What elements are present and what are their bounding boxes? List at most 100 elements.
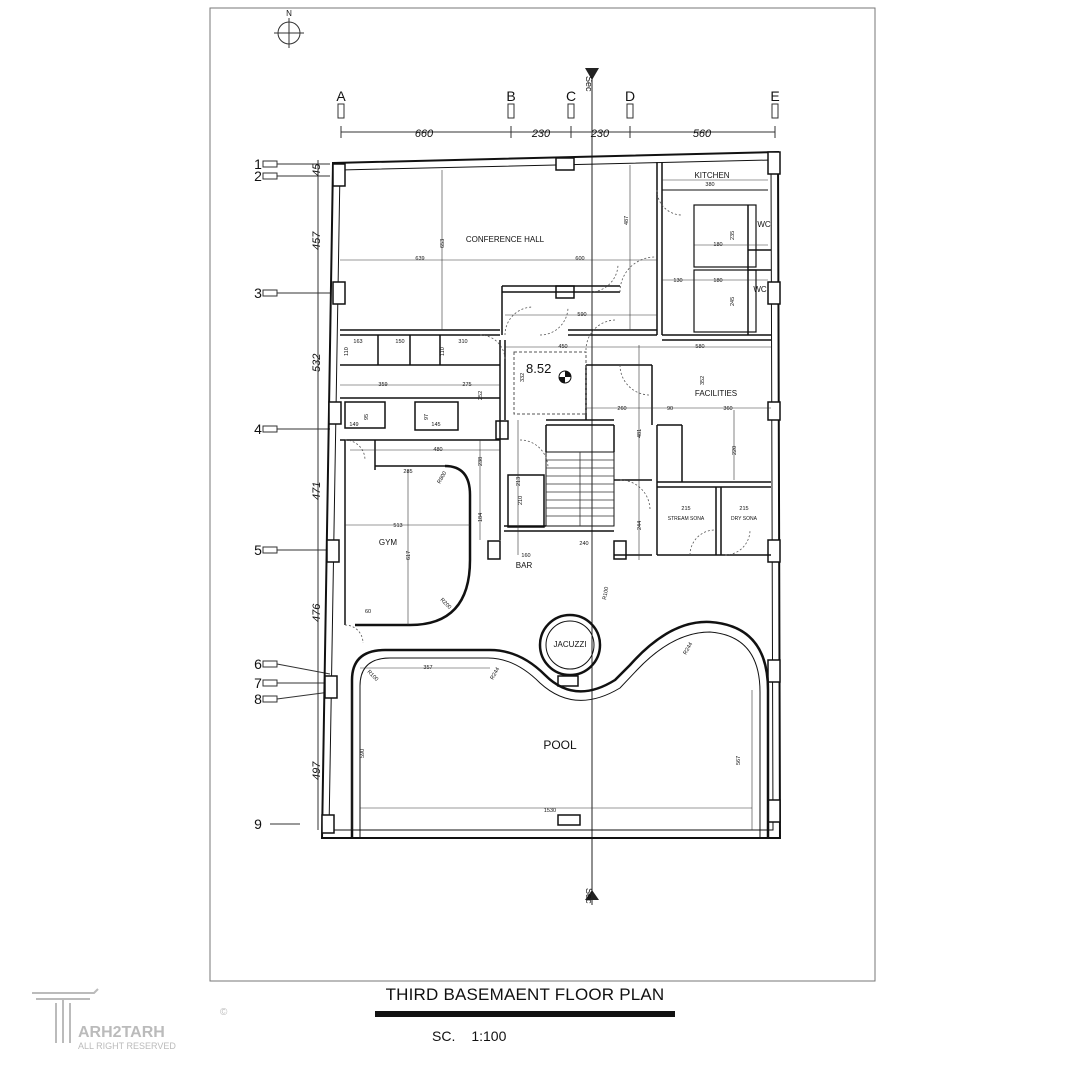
dim: R100 [602, 586, 610, 600]
room-facilities: FACILITIES [695, 389, 737, 398]
grid-columns: A B C D E 660 230 230 560 [336, 88, 779, 140]
dim: 513 [393, 523, 402, 529]
room-conference-hall: CONFERENCE HALL [466, 235, 545, 244]
dim: 95 [364, 414, 370, 420]
dim: 210 [518, 496, 524, 505]
drawing-title: THIRD BASEMAENT FLOOR PLAN [385, 985, 665, 1004]
dim: 310 [458, 339, 467, 345]
dim: 163 [353, 339, 362, 345]
grid-column-e: E [770, 88, 779, 104]
dim: 213 [516, 477, 522, 486]
dim: 653 [440, 239, 446, 248]
grid-row-8: 8 [254, 691, 262, 707]
grid-column-a: A [336, 88, 346, 104]
jacuzzi [538, 613, 602, 677]
pool-outline [350, 620, 770, 838]
scale-value: 1:100 [471, 1028, 507, 1044]
dim: 590 [360, 749, 366, 758]
building-outline [320, 150, 782, 839]
dim: 180 [713, 278, 722, 284]
dim: 481 [637, 429, 643, 438]
dim: 235 [730, 231, 736, 240]
title-underline [375, 1011, 675, 1017]
dim: 450 [558, 344, 567, 350]
door-swings [344, 189, 751, 644]
room-dry-sauna: DRY SONA [731, 516, 758, 522]
grid-row-9: 9 [254, 816, 262, 832]
dim: 145 [431, 422, 440, 428]
dim: 285 [403, 469, 412, 475]
copyright-icon: © [220, 1007, 228, 1018]
section-line: Sec Sec [584, 68, 599, 905]
grid-dim-cd: 230 [590, 128, 610, 140]
row-dim-89: 497 [311, 761, 323, 780]
stair-treads [546, 452, 614, 526]
dim: 110 [440, 347, 446, 356]
north-label: N [286, 9, 292, 18]
dim: R100 [366, 669, 380, 683]
room-labels: KITCHEN WC WC CONFERENCE HALL FACILITIES… [379, 171, 771, 752]
dim: 380 [705, 182, 714, 188]
room-wc-2: WC [753, 285, 767, 294]
dim: 590 [577, 312, 586, 318]
dim: R244 [490, 667, 502, 681]
room-jacuzzi: JACUZZI [554, 640, 587, 649]
section-label-top: Sec [584, 76, 594, 92]
logo-tagline: ALL RIGHT RESERVED [78, 1041, 176, 1051]
row-dim-12: 45 [311, 163, 323, 176]
level-value: 8.52 [526, 361, 551, 376]
room-bar: BAR [516, 561, 533, 570]
level-marker: 8.52 [513, 351, 587, 415]
dim: 130 [673, 278, 682, 284]
dim: 480 [433, 447, 442, 453]
dim: 60 [365, 609, 371, 615]
dim: 617 [406, 551, 412, 560]
dim: 360 [723, 406, 732, 412]
dim: 352 [700, 376, 706, 385]
dim: 240 [579, 541, 588, 547]
dim: 600 [575, 256, 584, 262]
north-arrow-icon: N [274, 9, 304, 48]
dim: 275 [462, 382, 471, 388]
dim: 150 [395, 339, 404, 345]
dim: 245 [730, 297, 736, 306]
grid-row-2: 2 [254, 168, 262, 184]
sheet-frame [209, 7, 876, 982]
room-gym: GYM [379, 538, 398, 547]
dim: 244 [637, 521, 643, 530]
grid-dim-de: 560 [693, 128, 712, 140]
row-dim-45: 471 [311, 482, 323, 500]
dim: 357 [423, 665, 432, 671]
scale-prefix: SC. [432, 1028, 456, 1044]
logo-name: ARH2TARH [78, 1024, 165, 1041]
room-steam-sauna: STREAM SONA [668, 516, 705, 522]
dim: 90 [667, 406, 673, 412]
dim: 252 [478, 391, 484, 400]
room-wc-1: WC [757, 220, 771, 229]
grid-row-6: 6 [254, 656, 262, 672]
grid-row-4: 4 [254, 421, 262, 437]
dim: 180 [713, 242, 722, 248]
dim: 184 [478, 513, 484, 522]
dim: R800 [437, 471, 449, 485]
dim: 215 [739, 506, 748, 512]
grid-row-1: 1 [254, 156, 262, 172]
dim: 487 [624, 216, 630, 225]
scale-label: SC. 1:100 [432, 1028, 506, 1044]
room-pool: POOL [543, 738, 577, 752]
dim: 97 [424, 414, 430, 420]
watermark-logo: ARH2TARH ALL RIGHT RESERVED © [32, 988, 228, 1051]
section-label-bottom: Sec [584, 888, 594, 904]
grid-dim-bc: 230 [531, 128, 551, 140]
dim: 110 [344, 347, 350, 356]
grid-row-7: 7 [254, 675, 262, 691]
dim: 220 [732, 446, 738, 455]
dim: 215 [681, 506, 690, 512]
grid-column-b: B [506, 88, 515, 104]
dim: 567 [736, 756, 742, 765]
dim: 639 [415, 256, 424, 262]
grid-column-c: C [566, 88, 576, 104]
dim: 160 [521, 553, 530, 559]
dim: 359 [378, 382, 387, 388]
